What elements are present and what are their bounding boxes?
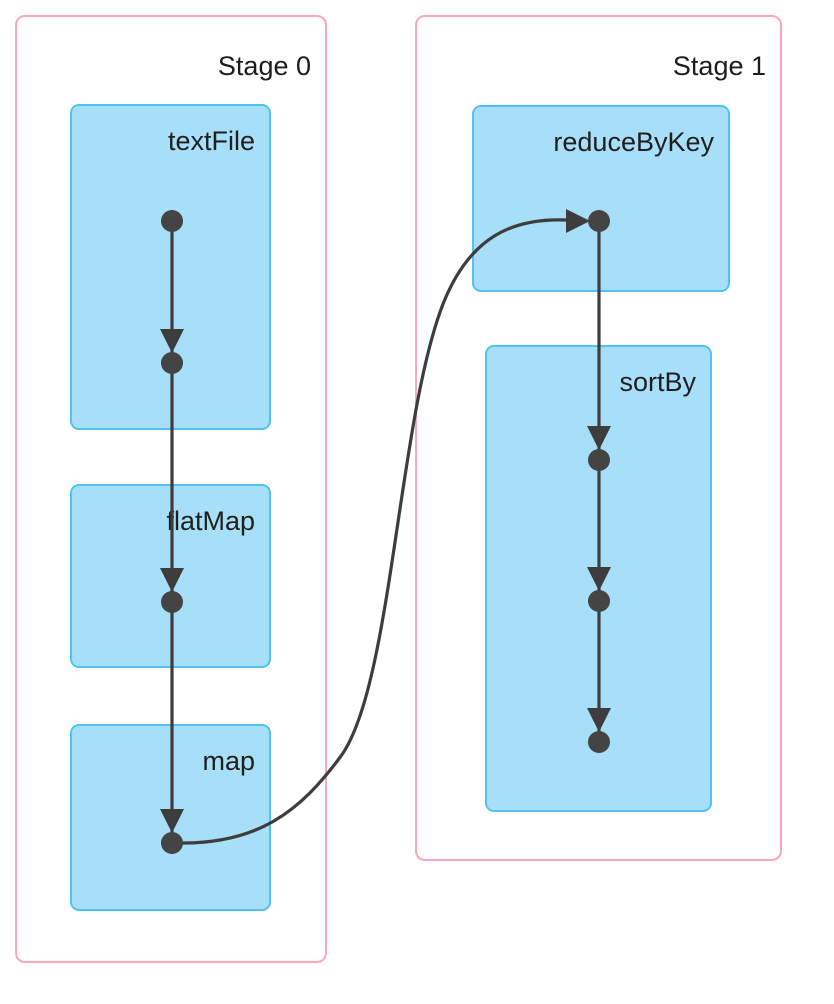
arrowhead-n4-n5: [587, 426, 611, 450]
arrowhead-n3-n4: [566, 209, 590, 233]
rdd-node-n0[interactable]: [161, 210, 183, 232]
rdd-node-n4[interactable]: [588, 210, 610, 232]
arrowhead-n5-n6: [587, 567, 611, 591]
arrowheads-group: [160, 209, 611, 833]
operation-label-textfile: textFile: [167, 126, 255, 156]
stage-label-0: Stage 0: [217, 51, 311, 81]
rdd-node-n5[interactable]: [588, 449, 610, 471]
operation-label-sortby: sortBy: [619, 367, 696, 397]
rdd-node-n2[interactable]: [161, 591, 183, 613]
rdd-node-n7[interactable]: [588, 731, 610, 753]
edge-n3-n4-shuffle: [181, 218, 568, 845]
operation-box-reducebykey[interactable]: reduceByKey: [472, 105, 730, 292]
arrowhead-n6-n7: [587, 708, 611, 732]
stage-label-1: Stage 1: [672, 51, 766, 81]
rdd-node-n3[interactable]: [161, 832, 183, 854]
arrowhead-n2-n3: [160, 809, 184, 833]
operation-label-reducebykey: reduceByKey: [553, 127, 714, 157]
edges-group: [170, 218, 601, 845]
arrowhead-n0-n1: [160, 329, 184, 353]
operation-label-flatmap: flatMap: [166, 506, 255, 536]
operation-label-map: map: [202, 746, 255, 776]
rdd-nodes-group: [161, 210, 610, 854]
arrowhead-n1-n2: [160, 568, 184, 592]
rdd-node-n1[interactable]: [161, 352, 183, 374]
rdd-node-n6[interactable]: [588, 590, 610, 612]
